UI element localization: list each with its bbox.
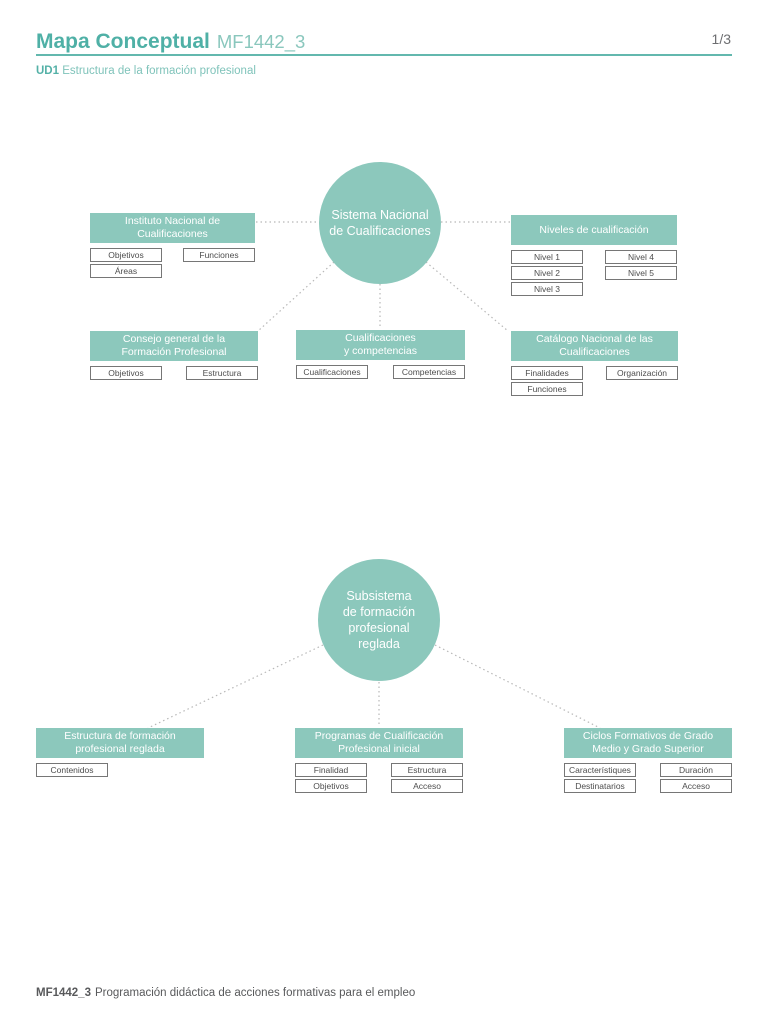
document-title: Mapa Conceptual MF1442_3 [36, 30, 305, 54]
node-estructura-reglada: Estructura de formación profesional regl… [36, 728, 204, 777]
child-box: Funciones [183, 248, 255, 262]
node-title: Catálogo Nacional de las Cualificaciones [511, 331, 678, 361]
node-title: Cualificaciones y competencias [296, 330, 465, 360]
child-box: Duración [660, 763, 732, 777]
concept-circle-subsistema: Subsistema de formación profesional regl… [318, 559, 440, 681]
child-box: Nivel 3 [511, 282, 583, 296]
node-cualificaciones-competencias: Cualificaciones y competencias Cualifica… [296, 330, 465, 379]
node-children: Finalidades Organización Funciones [511, 366, 678, 396]
node-title: Niveles de cualificación [511, 215, 677, 245]
header-divider [36, 54, 732, 56]
child-box: Estructura [391, 763, 463, 777]
node-title: Ciclos Formativos de Grado Medio y Grado… [564, 728, 732, 758]
page-indicator: 1/3 [711, 31, 731, 47]
unit-heading: UD1 Estructura de la formación profesion… [36, 65, 256, 77]
node-consejo-general: Consejo general de la Formación Profesio… [90, 331, 258, 380]
child-box: Objetivos [90, 248, 162, 262]
child-box: Nivel 1 [511, 250, 583, 264]
unit-title: Estructura de la formación profesional [62, 65, 256, 77]
child-box: Destinatarios [564, 779, 636, 793]
child-box: Competencias [393, 365, 465, 379]
child-box: Organización [606, 366, 678, 380]
node-instituto-nacional: Instituto Nacional de Cualificaciones Ob… [90, 213, 255, 278]
document-code: MF1442_3 [216, 31, 306, 52]
connector2-down-left [147, 644, 324, 729]
node-children: Objetivos Estructura [90, 366, 258, 380]
child-box: Finalidades [511, 366, 583, 380]
child-box: Característiques [564, 763, 636, 777]
child-box: Acceso [660, 779, 732, 793]
footer-code: MF1442_3 [36, 987, 91, 999]
node-ciclos-formativos: Ciclos Formativos de Grado Medio y Grado… [564, 728, 732, 793]
child-box: Finalidad [295, 763, 367, 777]
connector-down-right [425, 261, 509, 332]
connector-down-left [257, 261, 335, 332]
node-children: Nivel 1 Nivel 4 Nivel 2 Nivel 5 Nivel 3 [511, 250, 677, 296]
connector2-down-right [434, 644, 601, 729]
node-niveles-cualificacion: Niveles de cualificación Nivel 1 Nivel 4… [511, 215, 677, 296]
child-box: Contenidos [36, 763, 108, 777]
node-title: Estructura de formación profesional regl… [36, 728, 204, 758]
node-children: Finalidad Estructura Objetivos Acceso [295, 763, 463, 793]
footer-text: Programación didáctica de acciones forma… [94, 987, 416, 999]
node-children: Característiques Duración Destinatarios … [564, 763, 732, 793]
concept-circle-sistema-nacional: Sistema Nacional de Cualificaciones [319, 162, 441, 284]
child-box: Nivel 5 [605, 266, 677, 280]
child-box: Nivel 4 [605, 250, 677, 264]
unit-code: UD1 [36, 65, 60, 77]
node-children: Objetivos Funciones Áreas [90, 248, 255, 278]
document-title-text: Mapa Conceptual [36, 30, 210, 53]
child-box: Objetivos [90, 366, 162, 380]
child-box: Funciones [511, 382, 583, 396]
child-box: Áreas [90, 264, 162, 278]
child-box: Cualificaciones [296, 365, 368, 379]
node-title: Programas de Cualificación Profesional i… [295, 728, 463, 758]
node-title: Instituto Nacional de Cualificaciones [90, 213, 255, 243]
child-box: Nivel 2 [511, 266, 583, 280]
child-box: Objetivos [295, 779, 367, 793]
node-title: Consejo general de la Formación Profesio… [90, 331, 258, 361]
node-children: Cualificaciones Competencias [296, 365, 465, 379]
node-programas-cualificacion: Programas de Cualificación Profesional i… [295, 728, 463, 793]
child-box: Estructura [186, 366, 258, 380]
node-children: Contenidos [36, 763, 204, 777]
child-box: Acceso [391, 779, 463, 793]
node-catalogo-nacional: Catálogo Nacional de las Cualificaciones… [511, 331, 678, 396]
